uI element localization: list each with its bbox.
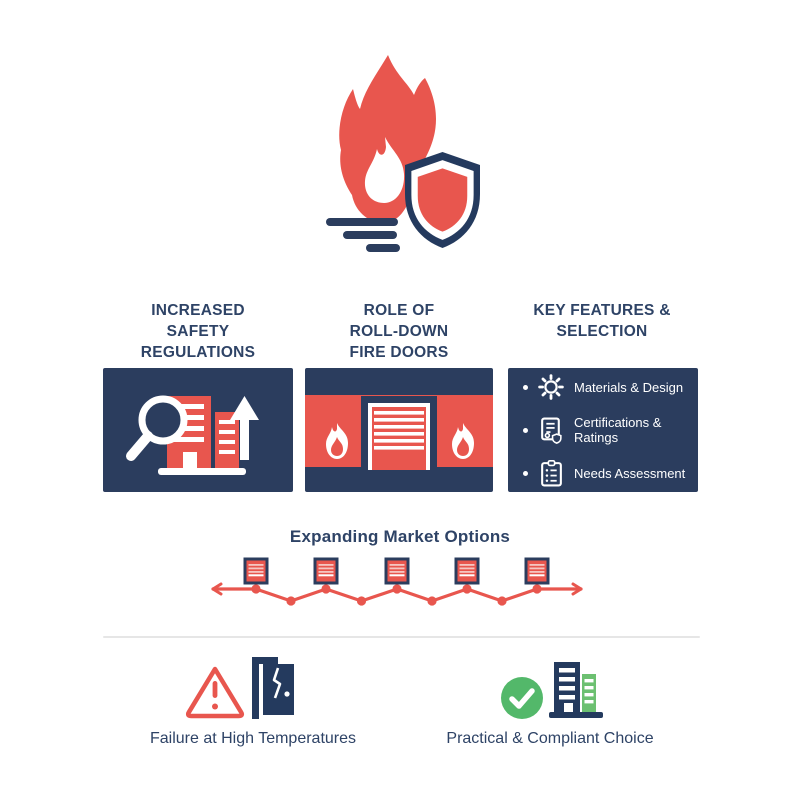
shield-icon bbox=[405, 152, 480, 248]
building-short-icon bbox=[215, 412, 239, 468]
column-title-role: ROLE OF ROLL-DOWN FIRE DOORS bbox=[349, 302, 449, 361]
feature-label: Materials & Design bbox=[574, 379, 684, 395]
speed-lines-icon bbox=[326, 218, 400, 252]
flame-shield-hero-icon bbox=[326, 55, 480, 252]
feature-materials: Materials & Design bbox=[523, 373, 698, 401]
bullet-dot bbox=[523, 427, 528, 433]
magnifier-buildings-icon bbox=[126, 395, 259, 475]
roll-door-flames-icon bbox=[305, 395, 493, 470]
roll-door-marker-icons bbox=[243, 557, 550, 585]
compliant-buildings-icon bbox=[549, 662, 603, 718]
column-title-regulations: INCREASED SAFETY REGULATIONS bbox=[140, 302, 256, 361]
panel-roll-down-doors bbox=[305, 368, 493, 492]
bullet-dot bbox=[523, 470, 528, 476]
gear-icon bbox=[537, 373, 565, 401]
roll-down-door-icon bbox=[361, 396, 437, 470]
feature-certifications: Certifications & Ratings bbox=[523, 415, 698, 445]
check-circle-icon bbox=[501, 677, 543, 719]
panel-safety-regulations bbox=[103, 368, 293, 492]
timeline-dots bbox=[251, 584, 542, 606]
feature-needs-assessment: Needs Assessment bbox=[523, 459, 698, 487]
market-timeline bbox=[211, 557, 583, 606]
bullet-dot bbox=[523, 384, 528, 390]
panel-key-features: Materials & Design Certifications & Rati… bbox=[508, 368, 698, 492]
up-arrow-icon bbox=[230, 396, 259, 460]
feature-list: Materials & Design Certifications & Rati… bbox=[508, 368, 698, 492]
small-flame-icon bbox=[452, 423, 474, 459]
feature-label: Certifications & Ratings bbox=[574, 415, 662, 445]
column-title-features: KEY FEATURES & SELECTION bbox=[533, 302, 671, 340]
small-flame-icon bbox=[326, 423, 348, 459]
flame-inner-cutout bbox=[364, 137, 405, 203]
magnifier-icon bbox=[126, 395, 188, 461]
section-divider bbox=[103, 636, 700, 638]
footer-label-compliant: Practical & Compliant Choice bbox=[446, 730, 654, 747]
feature-label: Needs Assessment bbox=[574, 465, 686, 481]
warning-triangle-icon bbox=[185, 666, 245, 719]
certificate-icon bbox=[537, 416, 565, 444]
market-title: Expanding Market Options bbox=[289, 527, 511, 546]
footer-label-failure: Failure at High Temperatures bbox=[149, 730, 357, 747]
checklist-icon bbox=[537, 459, 565, 487]
cracked-door-icon bbox=[252, 657, 294, 719]
